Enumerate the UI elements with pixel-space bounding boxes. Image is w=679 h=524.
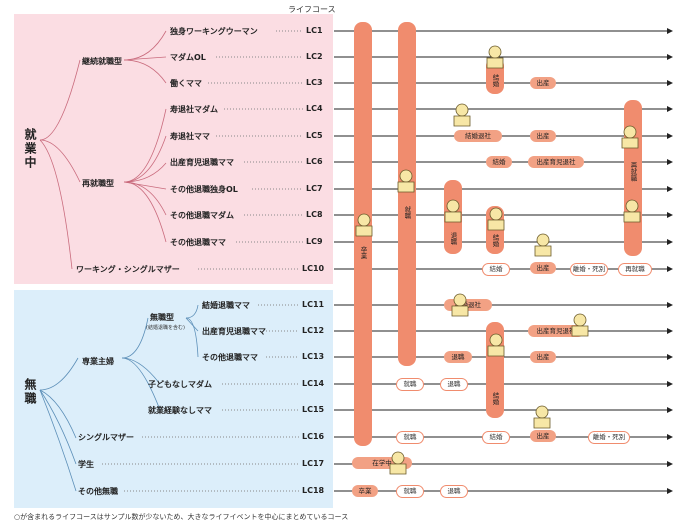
event-birth-lc13: 出産 — [530, 351, 556, 363]
course-code-lc1: LC1 — [306, 26, 323, 35]
subgroup-keizoku: 継続就職型 — [82, 57, 122, 66]
woman-figure-icon — [534, 233, 552, 257]
event-childcare-retire-lc12: 出産育児退社 — [528, 325, 584, 337]
woman-figure-icon — [487, 207, 505, 231]
woman-figure-icon — [621, 125, 639, 149]
course-code-lc2: LC2 — [306, 52, 323, 61]
retire-bar-label: 退職 — [449, 232, 457, 245]
course-label-lc8: その他退職マダム — [170, 211, 234, 220]
subgroup-mushoku-note: (結婚退職を含む) — [146, 325, 185, 331]
course-code-lc5: LC5 — [306, 131, 323, 140]
event-birth-lc16: 出産 — [530, 430, 556, 442]
woman-figure-icon — [451, 293, 469, 317]
subgroup-sengyo: 専業主婦 — [82, 357, 114, 366]
course-label-lc10: ワーキング・シングルマザー — [76, 265, 180, 274]
employment-bar — [398, 22, 416, 366]
event-childcare-retire-lc6: 出産育児退社 — [528, 156, 584, 168]
reemploy-bar-label: 再就職 — [629, 162, 637, 182]
event-employment-lc18: 就職 — [396, 485, 424, 498]
course-label-lc13: その他退職ママ — [202, 353, 258, 362]
woman-figure-icon — [389, 451, 407, 475]
course-code-lc9: LC9 — [306, 237, 323, 246]
group-working-label: 就業中 — [23, 128, 37, 170]
leader-dots — [102, 30, 303, 492]
course-code-lc4: LC4 — [306, 104, 323, 113]
woman-figure-icon — [571, 313, 589, 337]
woman-figure-icon — [487, 333, 505, 357]
event-divorce-lc10: 離婚・死別 — [570, 263, 608, 276]
life-course-header: ライフコース — [288, 5, 336, 14]
woman-figure-icon — [355, 213, 373, 237]
woman-figure-icon — [444, 199, 462, 223]
course-code-lc15: LC15 — [302, 405, 325, 414]
course-label-lc11: 結婚退職ママ — [202, 301, 250, 310]
subgroup-mushoku: 無職型 — [150, 313, 174, 322]
marriage-bar-unemployed-label: 結婚 — [491, 392, 499, 405]
group-unemployed-label: 無職 — [23, 378, 37, 406]
course-code-lc16: LC16 — [302, 432, 325, 441]
tree-lines — [39, 30, 199, 492]
course-code-lc11: LC11 — [302, 300, 325, 309]
event-birth-lc3: 出産 — [530, 77, 556, 89]
course-label-lc2: マダムOL — [170, 53, 206, 62]
course-code-lc6: LC6 — [306, 157, 323, 166]
course-label-lc17: 学生 — [78, 460, 94, 469]
event-retire-lc14: 退職 — [440, 378, 468, 391]
course-label-lc1: 独身ワーキングウーマン — [170, 27, 258, 36]
woman-figure-icon — [453, 103, 471, 127]
event-employment-lc14: 就職 — [396, 378, 424, 391]
woman-figure-icon — [533, 405, 551, 429]
course-label-lc4: 寿退社マダム — [170, 105, 218, 114]
marriage-bar-lc9-label: 結婚 — [491, 234, 499, 247]
event-marriage-lc16: 結婚 — [482, 431, 510, 444]
event-employment-lc16: 就職 — [396, 431, 424, 444]
course-code-lc12: LC12 — [302, 326, 325, 335]
course-code-lc7: LC7 — [306, 184, 323, 193]
course-label-lc6: 出産育児退職ママ — [170, 158, 234, 167]
working-panel — [14, 14, 333, 284]
event-retire-lc13: 退職 — [444, 351, 472, 363]
event-marriage-retire-lc4: 結婚退社 — [454, 130, 502, 142]
event-birth-lc10: 出産 — [530, 262, 556, 274]
woman-figure-icon — [486, 45, 504, 69]
course-code-lc14: LC14 — [302, 379, 325, 388]
course-code-lc18: LC18 — [302, 486, 325, 495]
woman-figure-icon — [397, 169, 415, 193]
event-marriage-lc6: 結婚 — [486, 156, 512, 168]
course-code-lc8: LC8 — [306, 210, 323, 219]
subgroup-saishushoku: 再就職型 — [82, 179, 114, 188]
course-label-lc7: その他退職独身OL — [170, 185, 238, 194]
event-reemploy-lc10: 再就職 — [618, 263, 652, 276]
course-label-lc12: 出産育児退職ママ — [202, 327, 266, 336]
unemployed-panel — [14, 290, 333, 508]
woman-figure-icon — [623, 199, 641, 223]
course-code-lc13: LC13 — [302, 352, 325, 361]
employment-bar-label: 就職 — [403, 206, 411, 219]
event-retire-lc18: 退職 — [440, 485, 468, 498]
event-graduation-lc18: 卒業 — [352, 485, 378, 497]
course-code-lc3: LC3 — [306, 78, 323, 87]
course-label-lc5: 寿退社ママ — [170, 132, 210, 141]
course-label-lc16: シングルマザー — [78, 433, 134, 442]
graduation-bar-label: 卒業 — [359, 246, 367, 259]
course-code-lc10: LC10 — [302, 264, 325, 273]
event-birth-lc5: 出産 — [530, 130, 556, 142]
course-code-lc17: LC17 — [302, 459, 325, 468]
marriage-bar-lc3-label: 結婚 — [491, 74, 499, 87]
event-marriage-lc10: 結婚 — [482, 263, 510, 276]
footnote: ○が含まれるライフコースはサンプル数が少ないため、大きなライフイベントを中心にま… — [14, 513, 349, 521]
event-divorce-lc16: 離婚・死別 — [588, 431, 630, 444]
course-label-lc15: 就業経験なしママ — [148, 406, 212, 415]
course-label-lc18: その他無職 — [78, 487, 118, 496]
course-label-lc3: 働くママ — [170, 79, 202, 88]
course-label-lc9: その他退職ママ — [170, 238, 226, 247]
course-label-lc14: 子どもなしマダム — [148, 380, 212, 389]
